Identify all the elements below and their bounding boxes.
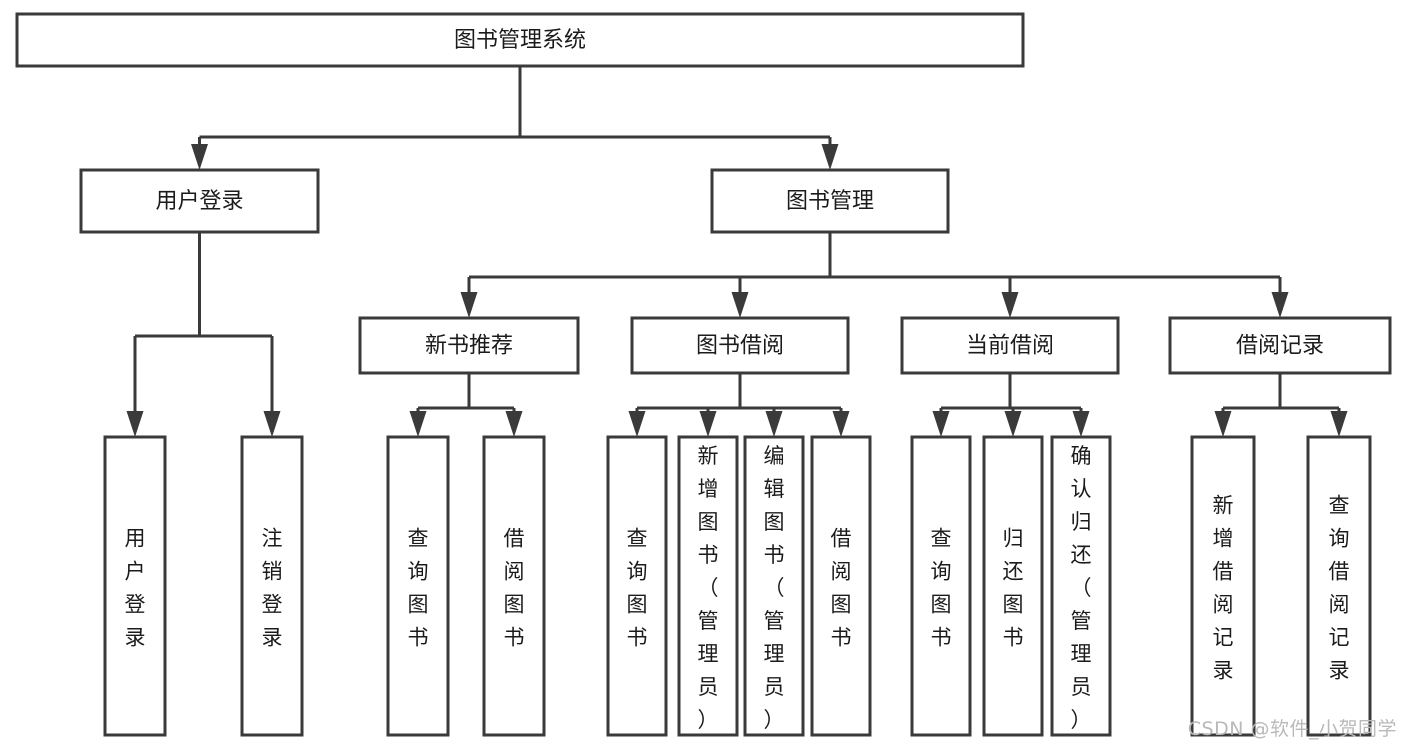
node-cur-query[interactable]: 查询图书: [910, 435, 972, 737]
arrow-icon-current: [1001, 292, 1019, 318]
node-label-newbook: 新书推荐: [425, 334, 513, 359]
arrow-icon-bw-borrow: [832, 411, 850, 437]
arrow-icon-bw-edit: [765, 411, 783, 437]
node-borrow[interactable]: 图书借阅: [630, 316, 850, 375]
node-label-bw-query: 查询图书: [627, 527, 648, 650]
arrow-icon-login-out: [263, 411, 281, 437]
arrow-icon-newbook: [460, 292, 478, 318]
arrow-icon-nb-query: [409, 411, 427, 437]
node-box-current[interactable]: [900, 316, 1120, 375]
node-bw-add[interactable]: 新增图书（管理员）: [677, 435, 739, 737]
node-box-login[interactable]: [79, 168, 320, 234]
arrow-icon-cur-confirm: [1072, 411, 1090, 437]
node-label-borrow: 图书借阅: [696, 334, 784, 359]
node-box-bw-add[interactable]: [677, 435, 739, 737]
node-bw-edit[interactable]: 编辑图书（管理员）: [743, 435, 805, 737]
node-label-records: 借阅记录: [1236, 334, 1324, 359]
node-label-cur-return: 归还图书: [1003, 527, 1024, 650]
node-login[interactable]: 用户登录: [79, 168, 320, 234]
arrow-icon-login-in: [126, 411, 144, 437]
node-label-login: 用户登录: [155, 189, 243, 214]
node-label-bw-edit: 编辑图书（管理员）: [764, 444, 785, 732]
arrow-icon-bw-query: [628, 411, 646, 437]
node-label-cur-confirm: 确认归还（管理员）: [1071, 444, 1092, 732]
node-bw-query[interactable]: 查询图书: [606, 435, 668, 737]
node-box-nb-query[interactable]: [386, 435, 450, 737]
node-label-nb-borrow: 借阅图书: [504, 527, 525, 650]
node-rec-add[interactable]: 新增借阅记录: [1190, 435, 1256, 737]
node-box-bw-borrow[interactable]: [810, 435, 872, 737]
node-box-rec-add[interactable]: [1190, 435, 1256, 737]
node-box-cur-query[interactable]: [910, 435, 972, 737]
node-box-newbook[interactable]: [358, 316, 580, 375]
node-label-cur-query: 查询图书: [931, 527, 952, 650]
node-label-login-out: 注销登录: [262, 527, 283, 650]
node-newbook[interactable]: 新书推荐: [358, 316, 580, 375]
node-nb-query[interactable]: 查询图书: [386, 435, 450, 737]
connectors-layer: [126, 66, 1348, 437]
node-box-cur-confirm[interactable]: [1050, 435, 1112, 737]
node-records[interactable]: 借阅记录: [1168, 316, 1392, 375]
node-label-rec-add: 新增借阅记录: [1213, 494, 1234, 683]
arrow-icon-cur-return: [1004, 411, 1022, 437]
node-box-cur-return[interactable]: [982, 435, 1044, 737]
arrow-icon-bw-add: [699, 411, 717, 437]
node-label-root: 图书管理系统: [454, 28, 586, 53]
node-label-bw-add: 新增图书（管理员）: [698, 444, 719, 732]
arrow-icon-rec-query: [1330, 411, 1348, 437]
node-label-current: 当前借阅: [966, 334, 1054, 359]
node-root[interactable]: 图书管理系统: [15, 12, 1025, 68]
node-label-bookmgmt: 图书管理: [786, 189, 874, 214]
node-box-records[interactable]: [1168, 316, 1392, 375]
node-login-in[interactable]: 用户登录: [103, 435, 167, 737]
node-current[interactable]: 当前借阅: [900, 316, 1120, 375]
node-bookmgmt[interactable]: 图书管理: [710, 168, 950, 234]
node-box-borrow[interactable]: [630, 316, 850, 375]
node-box-nb-borrow[interactable]: [482, 435, 546, 737]
arrow-icon-rec-add: [1214, 411, 1232, 437]
node-box-root[interactable]: [15, 12, 1025, 68]
node-cur-return[interactable]: 归还图书: [982, 435, 1044, 737]
node-box-bookmgmt[interactable]: [710, 168, 950, 234]
arrow-icon-nb-borrow: [505, 411, 523, 437]
node-login-out[interactable]: 注销登录: [240, 435, 304, 737]
arrow-icon-bookmgmt: [821, 144, 839, 170]
node-box-login-out[interactable]: [240, 435, 304, 737]
arrow-icon-records: [1271, 292, 1289, 318]
arrow-icon-borrow: [731, 292, 749, 318]
node-bw-borrow[interactable]: 借阅图书: [810, 435, 872, 737]
node-label-rec-query: 查询借阅记录: [1329, 494, 1350, 683]
arrow-icon-login: [191, 144, 208, 170]
watermark-text: CSDN @软件_小贺同学: [1187, 718, 1397, 740]
node-nb-borrow[interactable]: 借阅图书: [482, 435, 546, 737]
node-label-login-in: 用户登录: [125, 527, 146, 650]
node-cur-confirm[interactable]: 确认归还（管理员）: [1050, 435, 1112, 737]
node-box-login-in[interactable]: [103, 435, 167, 737]
node-label-bw-borrow: 借阅图书: [831, 527, 852, 650]
node-box-bw-query[interactable]: [606, 435, 668, 737]
node-label-nb-query: 查询图书: [408, 527, 429, 650]
node-box-rec-query[interactable]: [1306, 435, 1372, 737]
nodes-layer: 图书管理系统用户登录图书管理用户登录注销登录新书推荐图书借阅当前借阅借阅记录查询…: [15, 12, 1392, 737]
node-rec-query[interactable]: 查询借阅记录: [1306, 435, 1372, 737]
arrow-icon-cur-query: [932, 411, 950, 437]
node-box-bw-edit[interactable]: [743, 435, 805, 737]
